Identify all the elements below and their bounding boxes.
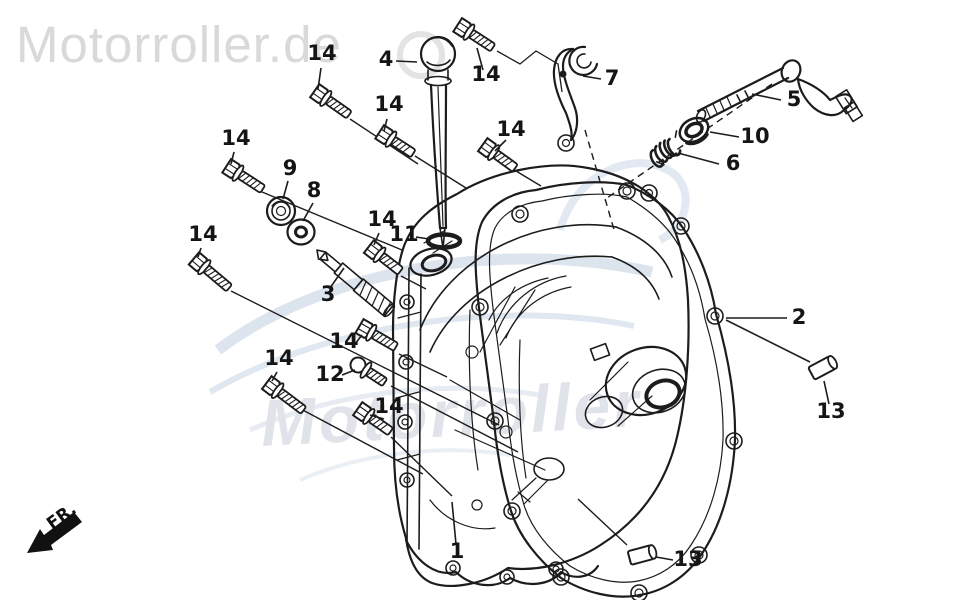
watermark-ring bbox=[397, 31, 445, 79]
part-number-label: 13 bbox=[673, 547, 702, 571]
part-number-label: 1 bbox=[450, 539, 465, 563]
dowel-pin bbox=[807, 355, 839, 381]
flange-bolts bbox=[187, 16, 518, 436]
part-number-label: 14 bbox=[374, 92, 403, 116]
part-number-label: 14 bbox=[374, 394, 403, 418]
dowel-pin bbox=[627, 544, 658, 566]
cover-gasket bbox=[471, 181, 743, 600]
callout-7: 7 bbox=[582, 66, 620, 90]
callout-8: 8 bbox=[302, 178, 322, 222]
grommet bbox=[265, 195, 297, 227]
tensioner-arm bbox=[552, 45, 599, 152]
brand-watermark-top: Motorroller.de bbox=[16, 16, 342, 73]
part-number-label: 11 bbox=[389, 222, 418, 246]
dowel-pins bbox=[627, 355, 839, 566]
part-number-label: 14 bbox=[264, 346, 293, 370]
callout-10: 10 bbox=[709, 124, 770, 148]
callout-14: 14 bbox=[369, 394, 404, 420]
gasket-bolt-ears bbox=[471, 182, 743, 600]
callout-6: 6 bbox=[677, 151, 741, 175]
callout-13: 13 bbox=[655, 547, 703, 571]
part-number-label: 6 bbox=[726, 151, 741, 175]
part-number-label: 14 bbox=[496, 117, 525, 141]
part-number-label: 14 bbox=[221, 126, 250, 150]
part-number-label: 2 bbox=[792, 305, 807, 329]
kickstarter-spindle bbox=[316, 249, 396, 318]
watermark-layer: Motorroller.de Motorroller bbox=[16, 16, 690, 482]
flange-bolt bbox=[354, 317, 399, 352]
flange-bolt bbox=[362, 238, 404, 275]
part-number-label: 14 bbox=[329, 329, 358, 353]
callout-4: 4 bbox=[379, 47, 418, 71]
flange-bolt bbox=[220, 157, 266, 194]
part-number-label: 5 bbox=[787, 87, 802, 111]
callout-14: 14 bbox=[329, 329, 363, 353]
spring bbox=[649, 130, 682, 168]
oil-dipstick bbox=[419, 35, 457, 249]
callout-2: 2 bbox=[725, 305, 811, 363]
part-number-label: 14 bbox=[367, 207, 396, 231]
callout-14: 14 bbox=[221, 126, 251, 165]
part-number-label: 14 bbox=[307, 41, 336, 65]
part-number-label: 13 bbox=[816, 399, 845, 423]
part-number-label: 14 bbox=[471, 62, 500, 86]
callout-14: 14 bbox=[307, 41, 337, 90]
part-number-label: 12 bbox=[315, 362, 344, 386]
callout-1: 1 bbox=[450, 501, 465, 563]
part-number-label: 9 bbox=[283, 156, 298, 180]
callout-3: 3 bbox=[321, 267, 345, 306]
callout-14: 14 bbox=[374, 92, 404, 132]
part-number-label: 10 bbox=[740, 124, 769, 148]
part-number-label: 4 bbox=[379, 47, 394, 71]
dipstick-o-ring bbox=[425, 232, 463, 250]
callout-9: 9 bbox=[282, 156, 298, 200]
flange-bolt bbox=[451, 16, 496, 52]
flange-bolt bbox=[351, 400, 394, 436]
front-direction-indicator: FR. bbox=[27, 499, 82, 553]
part-number-label: 7 bbox=[605, 66, 620, 90]
part-number-label: 14 bbox=[188, 222, 217, 246]
callout-12: 12 bbox=[315, 362, 356, 386]
oil-seal bbox=[678, 116, 710, 146]
callout-14: 14 bbox=[494, 117, 526, 152]
callout-14: 14 bbox=[471, 47, 501, 86]
flange-bolt bbox=[476, 136, 518, 172]
washer bbox=[286, 218, 316, 246]
flange-bolt bbox=[349, 356, 388, 387]
callout-14: 14 bbox=[264, 346, 294, 382]
gearchange-shaft bbox=[695, 59, 864, 123]
part-number-label: 3 bbox=[321, 282, 336, 306]
part-number-label: 8 bbox=[307, 178, 322, 202]
callout-14: 14 bbox=[367, 207, 397, 246]
flange-bolt bbox=[260, 374, 307, 414]
callout-5: 5 bbox=[751, 87, 802, 111]
callout-11: 11 bbox=[389, 222, 430, 246]
callout-13: 13 bbox=[816, 380, 846, 423]
flange-bolt bbox=[308, 82, 352, 119]
flange-bolt bbox=[373, 123, 416, 158]
fr-arrow-icon bbox=[27, 512, 82, 553]
callout-14: 14 bbox=[188, 222, 218, 258]
flange-bolt bbox=[187, 250, 233, 292]
fr-label: FR. bbox=[43, 499, 80, 534]
